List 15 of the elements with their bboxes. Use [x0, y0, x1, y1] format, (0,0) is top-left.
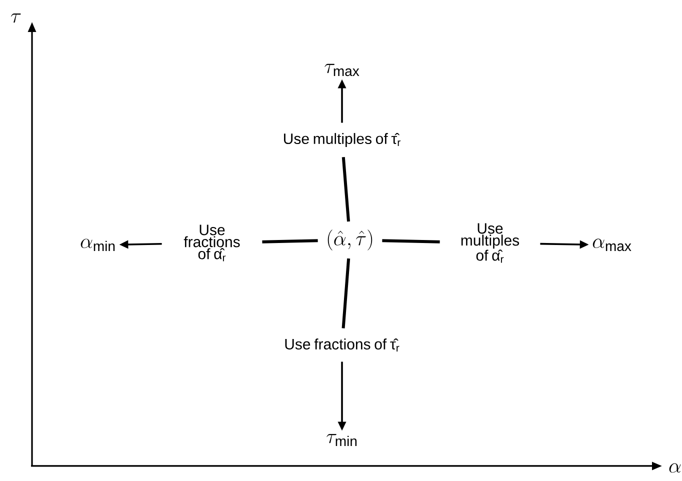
instruction-text: Use fractions of α̂$_{r}$	[184, 224, 240, 262]
connector-line	[262, 239, 318, 244]
point-label: $(\hat{\alpha},\hat{\tau})$	[328, 230, 372, 250]
connector-line	[342, 258, 350, 328]
limit-label: $\alpha_{\max}$	[592, 238, 632, 252]
connector-line	[382, 239, 440, 244]
axis-label: $\tau$	[10, 14, 21, 23]
limit-label: $\alpha_{\min}$	[80, 238, 115, 251]
axis-label: $\alpha$	[669, 463, 681, 473]
connector-line	[342, 157, 350, 222]
limit-label: $\tau_{\min}$	[326, 434, 357, 446]
instruction-text: Use multiples of τ̂$_{r}$	[284, 132, 400, 147]
instruction-text: Use fractions of τ̂$_{r}$	[285, 338, 400, 352]
limit-label: $\tau_{\max}$	[324, 64, 360, 76]
instruction-text: Use multiples of α̂$_{r}$	[461, 223, 520, 263]
